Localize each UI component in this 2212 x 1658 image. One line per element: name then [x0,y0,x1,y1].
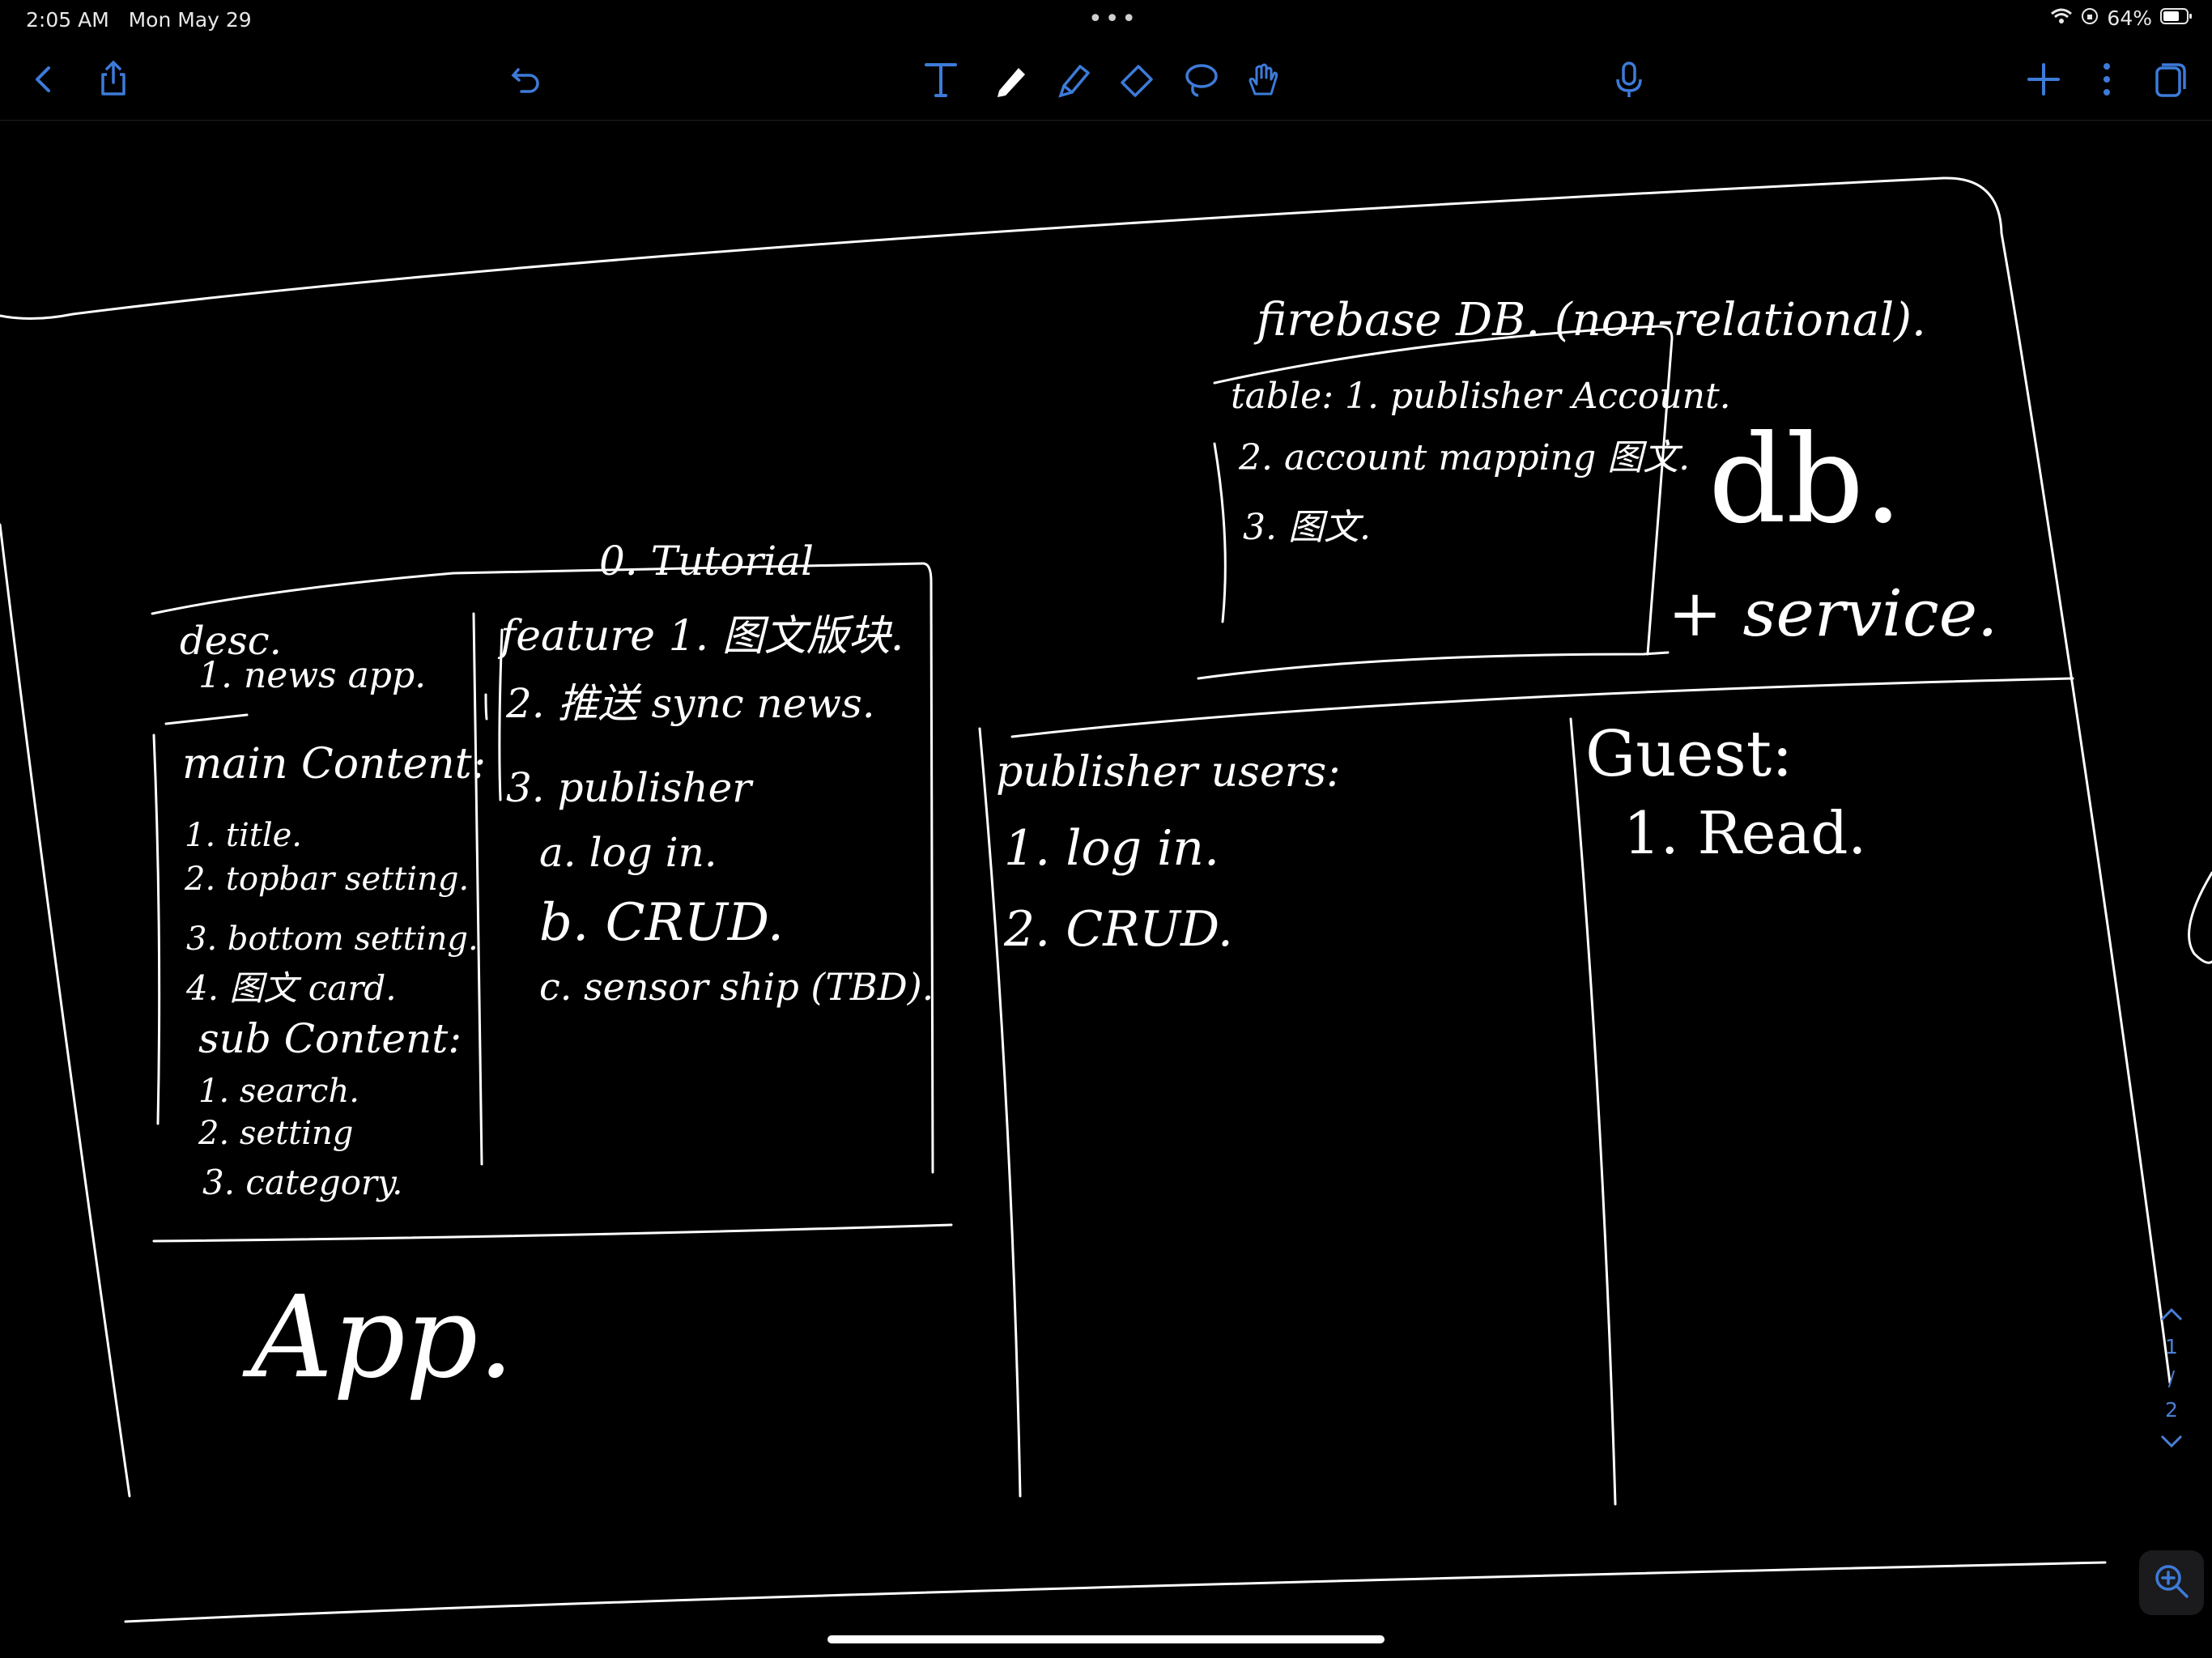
feature-2: 2. 推送 sync news. [506,680,875,727]
main-item-3: 3. bottom setting. [186,920,479,958]
home-indicator[interactable] [827,1635,1385,1643]
tutorial-label: 0. Tutorial [599,538,815,585]
status-indicators: 64% [2050,6,2193,30]
publisher-item-1: 1. log in. [1004,820,1220,877]
guest-item-1: 1. Read. [1623,799,1867,867]
time-text: 2:05 AM [26,8,109,32]
desc-item-1: 1. news app. [198,655,427,696]
firebase-label: firebase DB. (non-relational). [1257,294,1926,346]
feature-3c: c. sensor ship (TBD). [539,965,934,1009]
page-separator: / [2167,1367,2176,1390]
main-item-4: 4. 图文 card. [186,968,397,1008]
back-icon[interactable] [21,57,66,102]
zoom-button[interactable] [2139,1550,2204,1615]
multitasking-dots-icon[interactable]: ••• [1088,5,1139,33]
sub-item-3: 3. category. [202,1163,403,1202]
table-item-1: table: 1. publisher Account. [1231,376,1731,417]
lasso-tool-icon[interactable] [1177,57,1223,102]
more-icon[interactable] [2084,57,2129,102]
eraser-tool-icon[interactable] [1114,57,1159,102]
main-item-2: 2. topbar setting. [185,861,470,898]
highlighter-tool-icon[interactable] [1051,57,1096,102]
microphone-icon[interactable] [1606,57,1652,102]
share-icon[interactable] [91,57,136,102]
ink-strokes [0,176,2212,1623]
feature-3: 3. publisher [506,764,752,811]
battery-percentage: 64% [2107,6,2152,30]
main-content-label: main Content: [182,740,487,789]
feature-1: feature 1. 图文版块. [500,612,904,661]
orientation-lock-icon [2081,6,2099,30]
total-pages: 2 [2165,1398,2178,1422]
sub-content-label: sub Content: [198,1015,462,1062]
page-up-icon[interactable] [2147,1303,2196,1327]
pen-tool-icon[interactable] [988,57,1033,102]
service-label: + service. [1668,576,1998,651]
hand-tool-icon[interactable] [1240,57,1286,102]
wifi-icon [2050,6,2073,30]
desc-label: desc. [180,619,282,664]
page-navigator: 1 / 2 [2147,1295,2196,1506]
status-time: 2:05 AM Mon May 29 [26,8,252,32]
table-item-3: 3. 图文. [1243,507,1371,548]
date-text: Mon May 29 [128,8,252,32]
db-label: db. [1708,410,1903,551]
feature-3b: b. CRUD. [539,893,785,953]
guest-label: Guest: [1585,718,1793,791]
pages-icon[interactable] [2147,57,2193,102]
battery-icon [2160,6,2193,30]
publisher-item-2: 2. CRUD. [1004,901,1234,958]
text-tool-icon[interactable] [918,57,963,102]
current-page: 1 [2165,1335,2178,1358]
sub-item-2: 2. setting [198,1115,354,1152]
status-bar: 2:05 AM Mon May 29 ••• 64% [0,0,2212,39]
table-item-2: 2. account mapping 图文. [1239,437,1691,478]
page-down-icon[interactable] [2147,1430,2196,1453]
zoom-in-icon [2153,1562,2190,1603]
undo-icon[interactable] [504,57,549,102]
notes-toolbar [0,39,2212,121]
main-item-1: 1. title. [185,817,302,854]
publisher-users-label: publisher users: [996,748,1341,797]
add-icon[interactable] [2021,57,2066,102]
feature-3a: a. log in. [539,829,717,876]
app-label: App. [251,1272,514,1404]
sub-item-1: 1. search. [198,1073,359,1110]
drawing-canvas[interactable]: firebase DB. (non-relational). table: 1.… [0,120,2212,1658]
